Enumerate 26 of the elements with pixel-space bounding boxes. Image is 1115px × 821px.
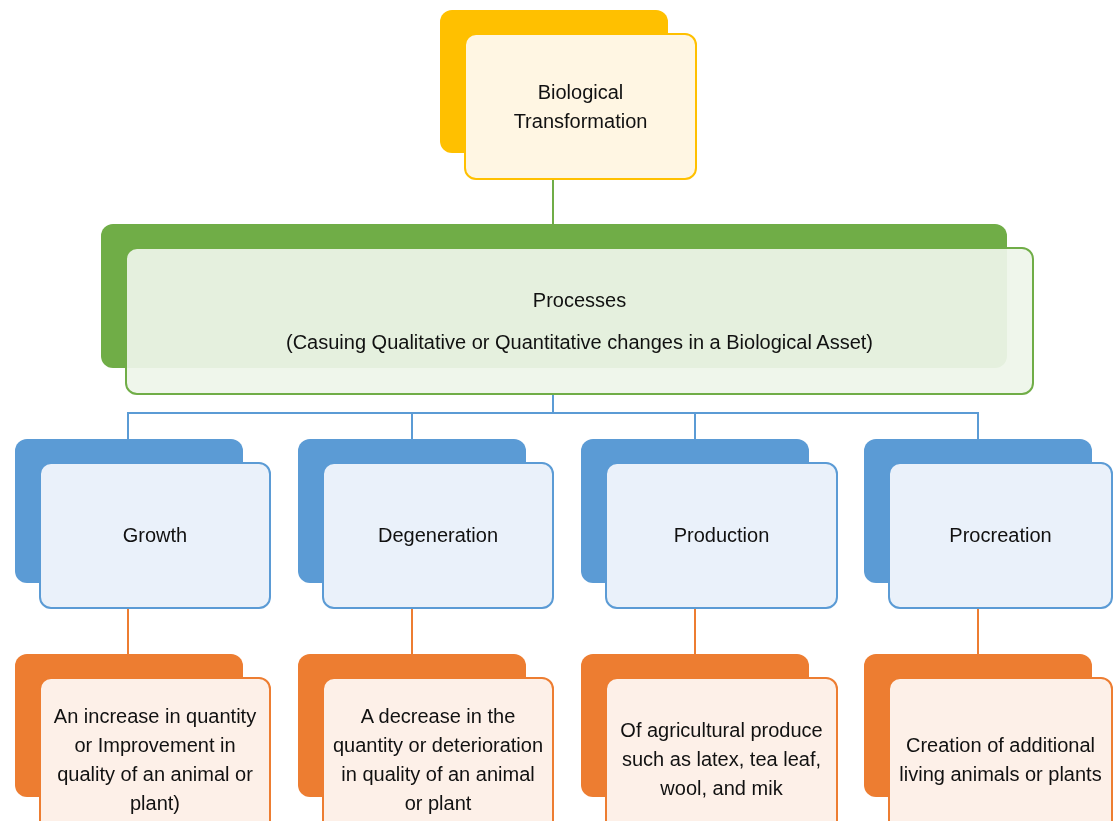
connector-line [694,608,696,655]
connector-line [411,608,413,655]
connector-line [977,608,979,655]
process-box [298,439,554,609]
box-title: Growth [122,523,188,548]
box-title: Biological Transformation [512,79,649,134]
process-box [298,654,554,821]
box-title: Creation of additional living animals or plants [898,732,1103,787]
box-title: Procreation [949,523,1052,548]
process-box [581,654,838,821]
connector-line [127,608,129,655]
process-box [15,654,271,821]
process-box [581,439,838,609]
process-box [101,224,1034,395]
process-box [864,439,1113,609]
box-title: Processes [532,287,627,313]
box-title: An increase in quantity or Improvement in quality of an animal or plant) [52,703,258,816]
process-box [440,10,697,180]
box-title: A decrease in the quantity or deterioration in quality of an animal or plant [332,703,544,816]
box-title: Of agricultural produce such as latex, tea leaf, wool, and mik [619,718,824,801]
box-title: Production [673,523,770,548]
box-title: Degeneration [377,523,499,548]
connector-line [552,179,554,225]
box-description: (Casuing Qualitative or Quantitative changes in a Biological Asset) [286,329,873,355]
process-box [15,439,271,609]
process-box [864,654,1113,821]
